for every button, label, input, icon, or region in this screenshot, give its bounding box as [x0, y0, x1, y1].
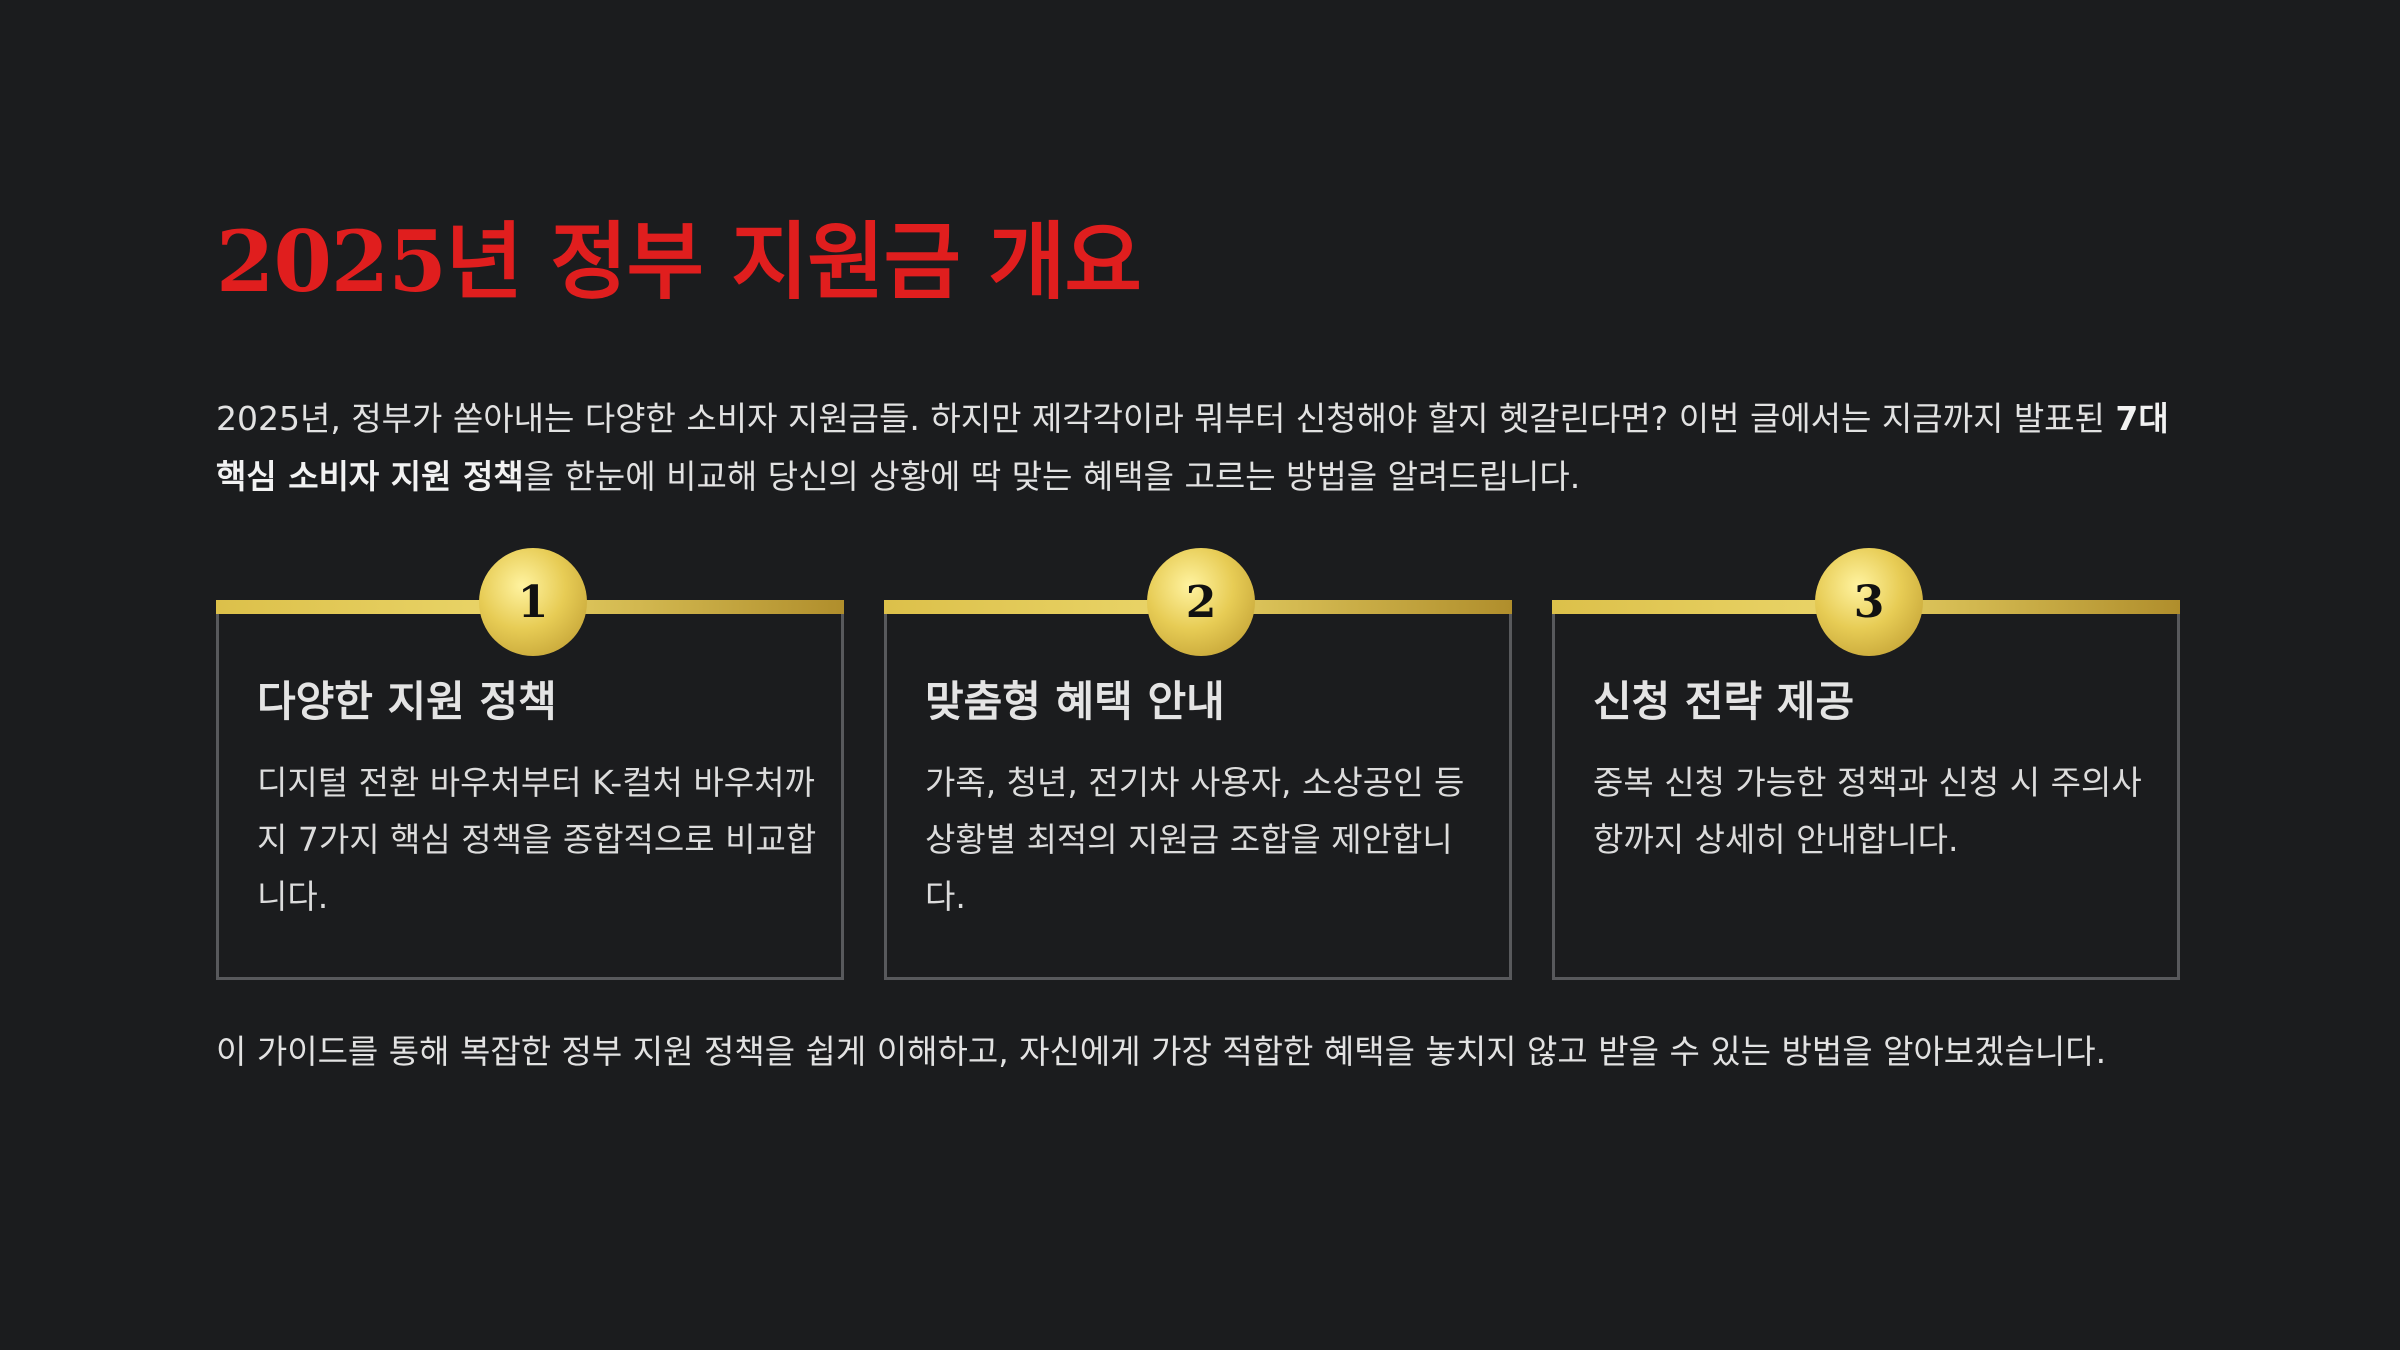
feature-cards: 1 다양한 지원 정책 디지털 전환 바우처부터 K-컬처 바우처까지 7가지 … — [216, 548, 2184, 982]
feature-card-2: 2 맞춤형 혜택 안내 가족, 청년, 전기차 사용자, 소상공인 등 상황별 … — [884, 548, 1512, 980]
intro-text-before: 2025년, 정부가 쏟아내는 다양한 소비자 지원금들. 하지만 제각각이라 … — [216, 399, 2116, 438]
card-title-3: 신청 전략 제공 — [1593, 677, 1855, 726]
card-number-badge-1: 1 — [479, 548, 587, 656]
card-description-3: 중복 신청 가능한 정책과 신청 시 주의사항까지 상세히 안내합니다. — [1593, 763, 2142, 859]
intro-text-after: 을 한눈에 비교해 당신의 상황에 딱 맞는 혜택을 고르는 방법을 알려드립니… — [523, 457, 1581, 496]
feature-card-1: 1 다양한 지원 정책 디지털 전환 바우처부터 K-컬처 바우처까지 7가지 … — [216, 548, 844, 980]
intro-highlight: 7대 핵심 소비자 지원 정책 — [216, 399, 2169, 496]
card-title-1: 다양한 지원 정책 — [257, 677, 557, 726]
card-number-badge-3: 3 — [1815, 548, 1923, 656]
intro-paragraph: 2025년, 정부가 쏟아내는 다양한 소비자 지원금들. 하지만 제각각이라 … — [216, 390, 2186, 506]
outro-paragraph: 이 가이드를 통해 복잡한 정부 지원 정책을 쉽게 이해하고, 자신에게 가장… — [216, 1032, 2107, 1071]
card-description-2: 가족, 청년, 전기차 사용자, 소상공인 등 상황별 최적의 지원금 조합을 … — [925, 763, 1465, 916]
page-title: 2025년 정부 지원금 개요 — [216, 212, 1142, 311]
card-description-1: 디지털 전환 바우처부터 K-컬처 바우처까지 7가지 핵심 정책을 종합적으로… — [257, 763, 817, 916]
card-title-2: 맞춤형 혜택 안내 — [925, 677, 1225, 726]
feature-card-3: 3 신청 전략 제공 중복 신청 가능한 정책과 신청 시 주의사항까지 상세히… — [1552, 548, 2180, 980]
card-number-badge-2: 2 — [1147, 548, 1255, 656]
